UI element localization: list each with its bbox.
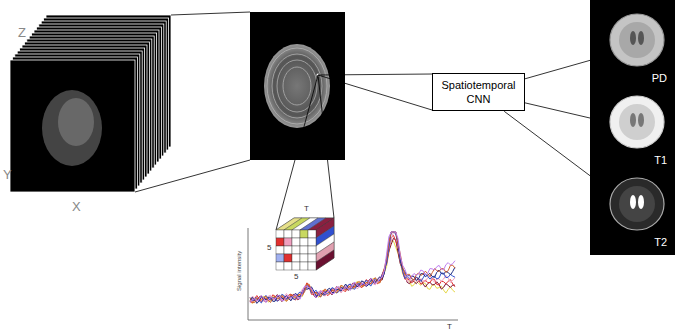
slice [10, 60, 135, 192]
leader-line [135, 160, 250, 192]
box-label: Spatiotemporal CNN [436, 78, 521, 107]
axis-label: Y [3, 168, 12, 181]
brain-image [58, 98, 94, 146]
connector-line [504, 111, 603, 185]
axis-label: Z [18, 26, 26, 39]
signal-curve [250, 235, 455, 302]
signal-curve [250, 232, 455, 303]
axis-label: T [446, 323, 453, 331]
leader-line [171, 12, 250, 15]
signal-curve [250, 232, 455, 303]
signal-curve [250, 232, 455, 303]
patch-grid [276, 218, 334, 270]
output-image: T1 [603, 90, 671, 168]
dimension-label: T [303, 205, 310, 213]
dimension-label: 5 [266, 244, 272, 252]
slice-stack [10, 15, 171, 192]
process-box: Spatiotemporal CNN [432, 73, 525, 112]
dimension-label: 5 [293, 273, 299, 281]
signal-curves [250, 232, 455, 303]
axis-label: X [72, 200, 81, 213]
mri-slice [250, 12, 345, 160]
connector-line [525, 103, 603, 121]
leader-line [318, 74, 432, 75]
signal-curve [250, 232, 455, 303]
axis-title: Signal intensity [236, 250, 242, 292]
output-image: PD [603, 8, 671, 86]
leader-line [318, 75, 432, 110]
output-image: T2 [603, 172, 671, 250]
signal-chart [248, 228, 458, 320]
leader-line [318, 75, 334, 218]
signal-curve [250, 232, 455, 301]
image-label: T1 [654, 155, 667, 166]
signal-curve [250, 238, 455, 302]
image-label: T2 [654, 237, 667, 248]
artifact-stripes [267, 48, 327, 124]
leader-line [276, 75, 318, 230]
connector-line [525, 57, 603, 79]
output-panel [590, 0, 675, 255]
brain-image [264, 44, 330, 128]
image-label: PD [652, 73, 667, 84]
brain-image [42, 90, 102, 166]
